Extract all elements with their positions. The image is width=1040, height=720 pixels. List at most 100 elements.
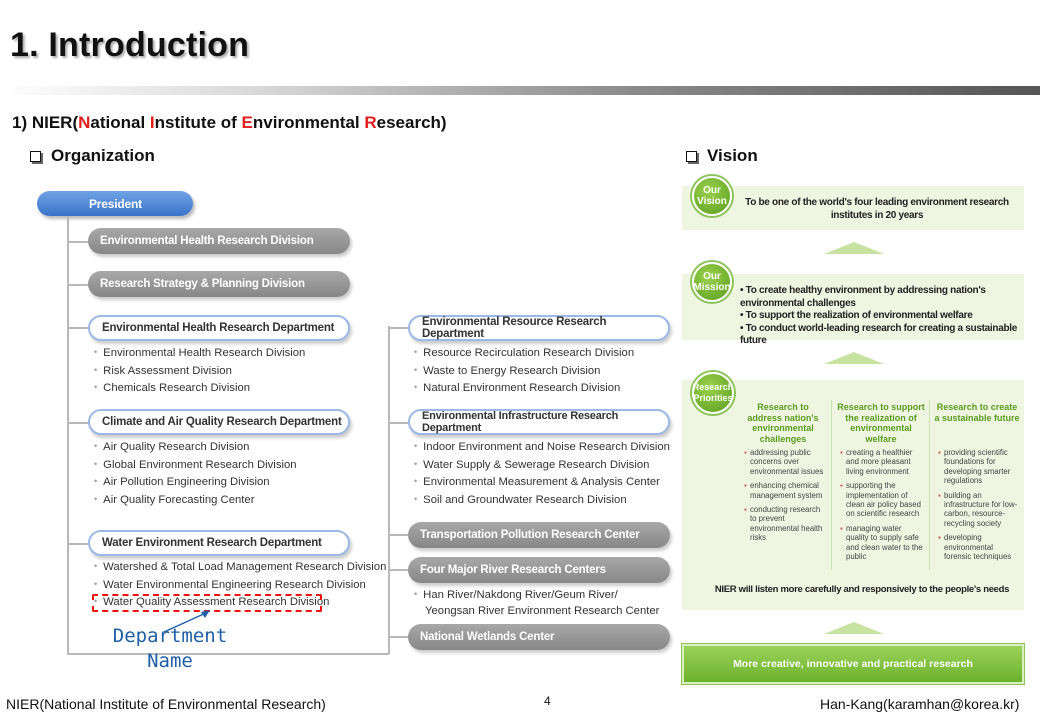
- priority-item: developing environmental forensic techni…: [938, 533, 1020, 561]
- subtitle-letter-e: E: [241, 113, 253, 132]
- our-mission-badge: Our Mission: [692, 262, 732, 302]
- bottom-banner: More creative, innovative and practical …: [682, 644, 1024, 684]
- annotation-arrow-icon: [163, 610, 210, 633]
- our-vision-text: To be one of the world's four leading en…: [745, 197, 1009, 221]
- mission-item: • To conduct world-leading research for …: [740, 322, 1018, 347]
- priority-column-items: creating a healthier and more pleasant l…: [840, 448, 926, 566]
- subtitle-prefix: 1) NIER(: [12, 113, 79, 132]
- division-item: Han River/Nakdong River/Geum River/: [414, 587, 659, 603]
- center-subs: Han River/Nakdong River/Geum River/ Yeon…: [414, 587, 659, 619]
- division-item: Water Quality Assessment Research Divisi…: [94, 594, 386, 612]
- mission-list: • To create healthy environment by addre…: [740, 285, 1022, 348]
- org-line-branch: [388, 327, 408, 329]
- org-line-branch: [388, 422, 408, 424]
- priority-column-head: Research to address nation's environment…: [747, 402, 819, 444]
- center-box: Four Major River Research Centers: [408, 557, 670, 583]
- checkbox-bullet-icon: [686, 150, 697, 162]
- mission-row: [682, 274, 1024, 340]
- division-item: Global Environment Research Division: [94, 457, 296, 475]
- column-divider: [831, 400, 832, 570]
- division-item: Indoor Environment and Noise Research Di…: [414, 439, 670, 457]
- our-vision-badge: Our Vision: [692, 176, 732, 216]
- org-line-branch: [67, 543, 89, 545]
- priority-column-items: providing scientific foundations for dev…: [938, 448, 1020, 566]
- research-priorities-badge: Research Priorities: [692, 372, 734, 414]
- president-box: President: [37, 191, 193, 216]
- division-item: Water Supply & Sewerage Research Divisio…: [414, 457, 670, 475]
- priority-item: supporting the implementation of clean a…: [840, 481, 926, 519]
- division-item: Chemicals Research Division: [94, 380, 305, 398]
- org-line-branch: [67, 327, 89, 329]
- priority-item: enhancing chemical management system: [744, 481, 826, 500]
- up-arrow-icon: [824, 622, 884, 634]
- subtitle-part-r: esearch): [376, 113, 447, 132]
- department-subs: Watershed & Total Load Management Resear…: [94, 559, 386, 612]
- page-number: 4: [544, 694, 551, 708]
- priority-item: conducting research to prevent environme…: [744, 505, 826, 543]
- subtitle-letter-i: I: [149, 113, 155, 132]
- section-subtitle: 1) NIER(National Institute of Environmen…: [12, 113, 447, 133]
- mission-item: • To support the realization of environm…: [740, 310, 973, 321]
- department-subs: Environmental Health Research Division R…: [94, 345, 305, 398]
- department-box: Water Environment Research Department: [88, 530, 350, 556]
- center-box: Transportation Pollution Research Center: [408, 522, 670, 548]
- priority-column-head: Research to create a sustainable future: [934, 402, 1020, 423]
- org-chart: President Environmental Health Research …: [0, 0, 680, 690]
- org-line-bottom: [67, 653, 389, 655]
- center-box: National Wetlands Center: [408, 624, 670, 650]
- org-line-branch: [388, 636, 408, 638]
- division-item: Watershed & Total Load Management Resear…: [94, 559, 386, 577]
- org-line-branch: [388, 569, 408, 571]
- department-box: Environmental Health Research Department: [88, 315, 350, 341]
- priority-column-head: Research to support the realization of e…: [837, 402, 925, 444]
- department-box: Environmental Infrastructure Research De…: [408, 409, 670, 435]
- division-item: Waste to Energy Research Division: [414, 363, 634, 381]
- vision-heading: Vision: [686, 146, 758, 166]
- priority-column-items: addressing public concerns over environm…: [744, 448, 826, 548]
- subtitle-part-i: nstitute of: [154, 113, 242, 132]
- organization-label: Organization: [51, 146, 155, 165]
- subtitle-part-e: nvironmental: [252, 113, 365, 132]
- org-line-branch: [67, 284, 89, 286]
- up-arrow-icon: [824, 242, 884, 254]
- footer-organization: NIER(National Institute of Environmental…: [6, 696, 326, 712]
- organization-heading: Organization: [30, 146, 155, 166]
- priority-item: addressing public concerns over environm…: [744, 448, 826, 476]
- org-line-right: [388, 326, 390, 654]
- checkbox-bullet-icon: [30, 150, 41, 162]
- division-item: Air Pollution Engineering Division: [94, 474, 297, 492]
- listen-statement: NIER will listen more carefully and resp…: [714, 584, 1010, 595]
- department-box: Environmental Resource Research Departme…: [408, 315, 670, 341]
- division-item: Environmental Health Research Division: [94, 345, 305, 363]
- subtitle-letter-n: N: [78, 113, 91, 132]
- title-rule: [0, 86, 1040, 95]
- priority-item: managing water quality to supply safe an…: [840, 524, 926, 562]
- priority-item: building an infrastructure for low-carbo…: [938, 491, 1020, 529]
- division-item: Resource Recirculation Research Division: [414, 345, 634, 363]
- division-box: Research Strategy & Planning Division: [88, 271, 350, 297]
- department-box: Climate and Air Quality Research Departm…: [88, 409, 350, 435]
- department-subs: Indoor Environment and Noise Research Di…: [414, 439, 670, 509]
- subtitle-part-n: ational: [90, 113, 150, 132]
- division-item: Air Quality Forecasting Center: [94, 492, 297, 510]
- division-item: Water Environmental Engineering Research…: [94, 577, 386, 595]
- up-arrow-icon: [824, 352, 884, 364]
- division-item-continued: Yeongsan River Environment Research Cent…: [425, 605, 660, 617]
- vision-row: [682, 186, 1024, 230]
- division-item: Risk Assessment Division: [94, 363, 305, 381]
- department-name-annotation: Department Name: [112, 625, 228, 672]
- division-item: Natural Environment Research Division: [414, 380, 634, 398]
- org-line-branch: [388, 534, 408, 536]
- priority-item: creating a healthier and more pleasant l…: [840, 448, 926, 476]
- division-item: Soil and Groundwater Research Division: [414, 492, 670, 510]
- subtitle-letter-r: R: [364, 113, 377, 132]
- division-item: Air Quality Research Division: [94, 439, 297, 457]
- page-title: 1. Introduction: [10, 26, 250, 64]
- vision-label: Vision: [707, 146, 758, 165]
- mission-item: • To create healthy environment by addre…: [740, 285, 986, 309]
- department-subs: Air Quality Research Division Global Env…: [94, 439, 297, 510]
- org-line-main: [67, 214, 69, 654]
- footer-author: Han-Kang(karamhan@korea.kr): [820, 696, 1020, 712]
- org-line-branch: [67, 422, 89, 424]
- org-line-branch: [67, 241, 89, 243]
